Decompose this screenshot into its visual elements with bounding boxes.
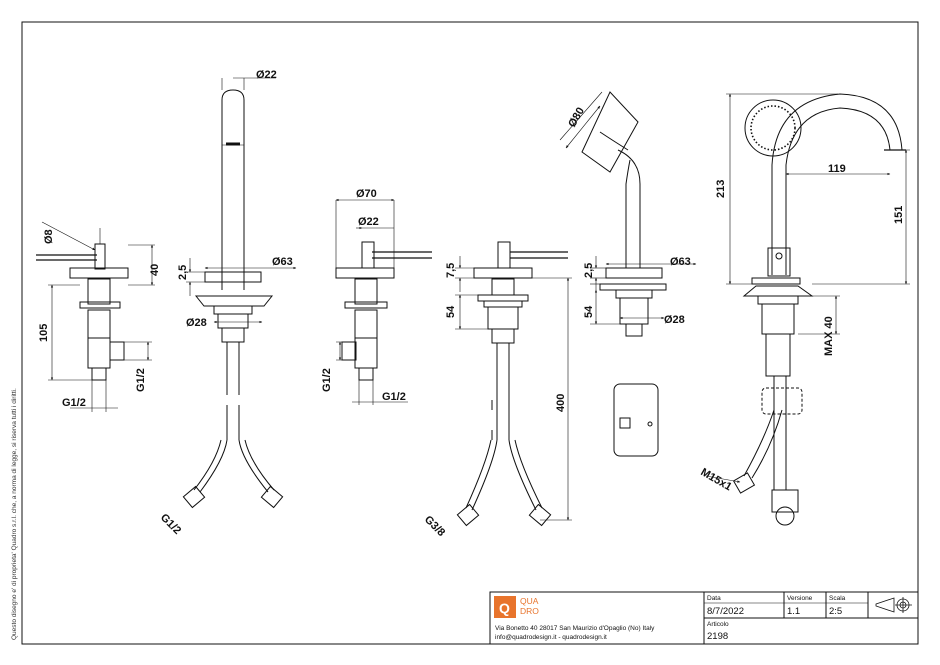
dim-v2-d22: Ø22 [358, 216, 379, 228]
dim-sp-d63: Ø63 [272, 256, 293, 268]
data-value: 8/7/2022 [707, 606, 744, 617]
dim-sp-g12: G1/2 [158, 512, 183, 537]
dim-v2-g12a: G1/2 [321, 368, 333, 392]
valve-view-center [335, 198, 432, 405]
dim-v1-g12a: G1/2 [135, 368, 147, 392]
dim-sv-151: 151 [893, 206, 905, 224]
diverter-view [455, 241, 572, 527]
brand-line-2: DRO [520, 606, 539, 616]
dim-hs-25: 2,5 [583, 263, 595, 278]
data-label: Data [707, 595, 721, 602]
projection-symbol-icon [875, 597, 912, 613]
dim-sv-119: 119 [828, 163, 846, 175]
side-assembly-view [705, 93, 910, 526]
dim-sp-d28: Ø28 [186, 317, 207, 329]
scala-label: Scala [829, 595, 846, 602]
valve-view-left [36, 221, 155, 412]
dim-sp-d22: Ø22 [256, 69, 277, 81]
dim-dv-54: 54 [445, 305, 457, 318]
drawing-frame [21, 21, 919, 645]
company-address: Via Bonetto 40 28017 San Maurizio d'Opag… [495, 625, 655, 632]
dim-v1-40: 40 [149, 264, 161, 276]
title-block: Q [489, 591, 919, 645]
spout-view [182, 77, 297, 509]
dim-sv-max40: MAX 40 [823, 316, 835, 356]
handshower-view [559, 91, 697, 457]
articolo-value: 2198 [707, 631, 728, 642]
dim-sp-25: 2,5 [177, 265, 189, 280]
quadro-logo-icon [494, 596, 516, 618]
scala-value: 2:5 [829, 606, 842, 617]
dim-hs-d63: Ø63 [670, 256, 691, 268]
dim-sv-213: 213 [715, 180, 727, 198]
svg-text:Q: Q [499, 600, 510, 616]
dim-sv-m15: M15x1 [699, 466, 734, 493]
dim-v1-d8: Ø8 [43, 229, 55, 244]
articolo-label: Articolo [707, 621, 729, 628]
dim-dv-400: 400 [555, 394, 567, 412]
dim-hs-54: 54 [583, 305, 595, 318]
versione-label: Versione [787, 595, 813, 602]
versione-value: 1.1 [787, 606, 800, 617]
dim-v2-g12b: G1/2 [382, 391, 406, 403]
brand-line-1: QUA [520, 596, 539, 606]
dim-v2-d70: Ø70 [356, 188, 377, 200]
dim-dv-g38: G3/8 [422, 514, 447, 539]
dim-dv-75: 7,5 [445, 263, 457, 278]
dim-hs-d28: Ø28 [664, 314, 685, 326]
dim-v1-105: 105 [38, 324, 50, 342]
copyright-note: Questo disegno e' di proprieta' Quadro s… [11, 388, 18, 640]
dim-v1-g12b: G1/2 [62, 397, 86, 409]
company-contact: info@quadrodesign.it - quadrodesign.it [495, 634, 607, 641]
